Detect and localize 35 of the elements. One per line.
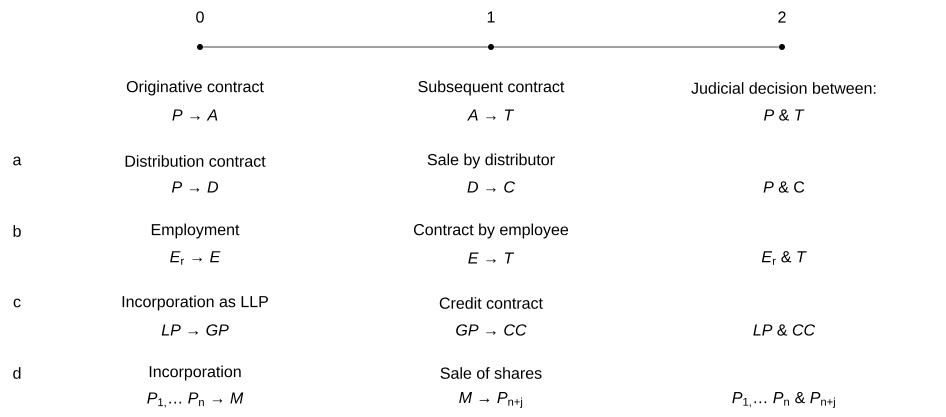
relation-formula: LP → GP [162,324,229,336]
relation-formula: P$_{1,}$… P$_{n}$ & P$_{n+j}$ [732,392,835,408]
relation-formula: P$_{1,}$… P$_{n}$ → M [147,392,244,408]
relation-formula: P → D [172,182,218,192]
contract-label: Incorporation [150,366,241,380]
relation-formula: P → A [172,110,218,120]
timeline-point [197,44,203,50]
contract-label: Incorporation as LLP [122,296,268,310]
contract-label: Sale by distributor [428,154,555,168]
point-label: 2 [778,11,786,23]
row-letter: b [14,225,21,237]
relation-formula: P & C [764,181,804,193]
relation-formula: M → P$_{n+j}$ [459,392,522,408]
row-letter: c [14,298,21,308]
contract-label: Credit contract [440,297,543,309]
timeline-line [202,46,488,48]
timeline-line [494,46,780,48]
relation-formula: A → T [467,110,514,120]
relation-formula: E$_{r}$ & T [762,251,807,265]
contract-label: Sale of shares [440,367,542,379]
relation-formula: LP & CC [753,324,816,336]
relation-formula: E → T [468,252,514,264]
point-label: 1 [488,12,495,22]
relation-formula: GP → CC [456,324,527,336]
timeline-point [488,44,494,50]
contract-label: Distribution contract [126,155,266,167]
relation-formula: P & T [764,109,804,121]
relation-formula: D → C [467,181,516,193]
contract-label: Contract by employee [414,224,568,238]
row-letter: d [13,367,20,379]
relation-formula: E$_{r}$ → E [170,251,220,265]
timeline-point [779,44,785,50]
point-label: 0 [196,11,204,23]
row-letter: a [13,156,22,166]
contract-label: Employment [152,224,240,238]
